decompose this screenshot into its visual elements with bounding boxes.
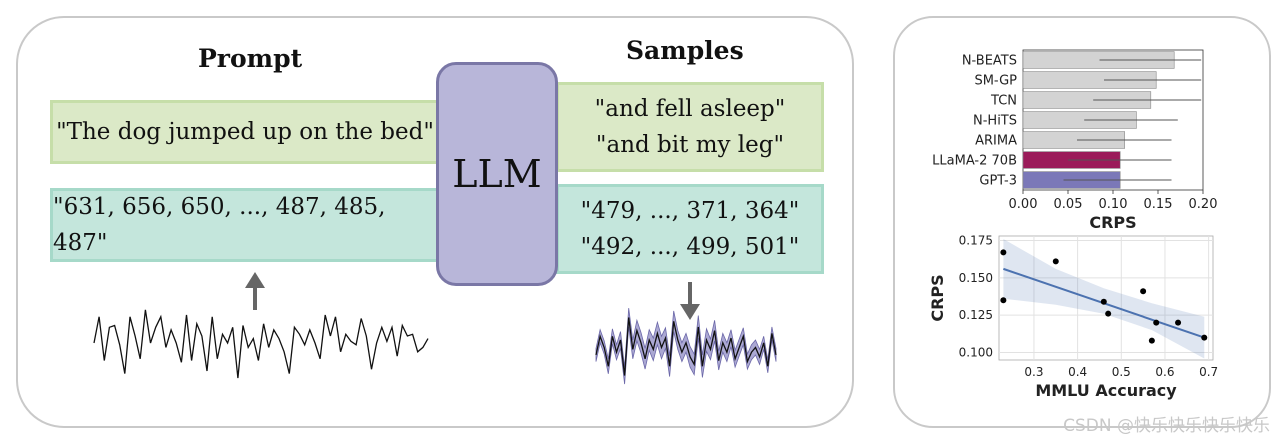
scatter-point bbox=[1201, 334, 1208, 341]
crps-bar-chart: 0.00 0.05 0.10 0.15 0.20 N-BEATS SM-GP TCN N-HiT… bbox=[932, 49, 1218, 232]
bar-x-tick-label: 0.15 bbox=[1144, 197, 1173, 212]
sample-text-1: "and fell asleep" bbox=[594, 96, 786, 122]
bar-category-label: TCN bbox=[990, 94, 1017, 109]
bar-x-tick-label: 0.00 bbox=[1009, 197, 1038, 212]
scatter-y-tick-label: 0.175 bbox=[959, 233, 993, 247]
down-arrow-icon bbox=[680, 282, 700, 320]
scatter-y-tick-label: 0.100 bbox=[959, 346, 993, 360]
bar-x-tick-label: 0.05 bbox=[1054, 197, 1083, 212]
scatter-point bbox=[1000, 249, 1007, 256]
scatter-point bbox=[1000, 297, 1007, 304]
scatter-x-tick-label: 0.4 bbox=[1068, 365, 1087, 379]
scatter-point bbox=[1140, 288, 1147, 295]
prompt-numbers: "631, 656, 650, ..., 487, 485, 487" bbox=[53, 194, 386, 256]
scatter-x-tick-label: 0.6 bbox=[1155, 365, 1174, 379]
scatter-point bbox=[1175, 319, 1182, 326]
bar-category-label: ARIMA bbox=[975, 134, 1017, 149]
bar-category-label: N-BEATS bbox=[962, 54, 1017, 69]
bar-category-label: N-HiTS bbox=[973, 114, 1017, 129]
bar-category-label: SM-GP bbox=[974, 74, 1017, 89]
prompt-heading: Prompt bbox=[198, 44, 303, 73]
scatter-x-tick-label: 0.3 bbox=[1024, 365, 1043, 379]
scatter-point bbox=[1052, 258, 1059, 265]
bar-x-tick-label: 0.10 bbox=[1099, 197, 1128, 212]
up-arrow-icon bbox=[245, 272, 265, 310]
llm-block: LLM bbox=[436, 62, 558, 286]
scatter-x-tick-label: 0.7 bbox=[1199, 365, 1218, 379]
prompt-numbers-box: "631, 656, 650, ..., 487, 485, 487" bbox=[50, 188, 440, 262]
sample-time-series bbox=[595, 317, 777, 376]
scatter-y-tick-label: 0.125 bbox=[959, 308, 993, 322]
scatter-plot-frame bbox=[998, 235, 1214, 361]
watermark: CSDN @快乐快乐快乐快乐 bbox=[1063, 416, 1270, 436]
bar-category-label: LLaMA-2 70B bbox=[932, 154, 1017, 169]
scatter-point bbox=[1100, 298, 1107, 305]
input-time-series bbox=[93, 309, 429, 379]
sample-numbers-2: "492, ..., 499, 501" bbox=[580, 234, 800, 260]
sample-numbers-1: "479, ..., 371, 364" bbox=[580, 198, 800, 224]
bar-x-axis-label: CRPS bbox=[1089, 213, 1136, 232]
samples-heading: Samples bbox=[626, 36, 744, 65]
scatter-point bbox=[1105, 310, 1112, 317]
diagram-overlay bbox=[93, 272, 777, 385]
prompt-text: "The dog jumped up on the bed" bbox=[56, 119, 434, 145]
scatter-y-tick-label: 0.150 bbox=[959, 271, 993, 285]
results-charts: 0.00 0.05 0.10 0.15 0.20 N-BEATS SM-GP TCN N-HiT… bbox=[928, 49, 1218, 400]
sample-numbers-box: "479, ..., 371, 364" "492, ..., 499, 501… bbox=[556, 184, 824, 274]
sample-text-2: "and bit my leg" bbox=[595, 132, 785, 158]
bar-x-tick-label: 0.20 bbox=[1189, 197, 1218, 212]
llm-label: LLM bbox=[452, 152, 542, 196]
scatter-x-axis-label: MMLU Accuracy bbox=[1035, 381, 1177, 400]
scatter-y-axis-label: CRPS bbox=[928, 274, 947, 321]
scatter-point bbox=[1153, 319, 1160, 326]
bar-category-label: GPT-3 bbox=[979, 174, 1017, 189]
sample-uncertainty-band bbox=[595, 308, 777, 385]
sample-text-box: "and fell asleep" "and bit my leg" bbox=[556, 82, 824, 172]
scatter-x-tick-label: 0.5 bbox=[1112, 365, 1131, 379]
crps-vs-mmlu-scatter: 0.3 0.4 0.5 0.6 0.7 0.100 0.125 0.150 0.175MMLU … bbox=[928, 233, 1218, 400]
scatter-point bbox=[1148, 337, 1155, 344]
